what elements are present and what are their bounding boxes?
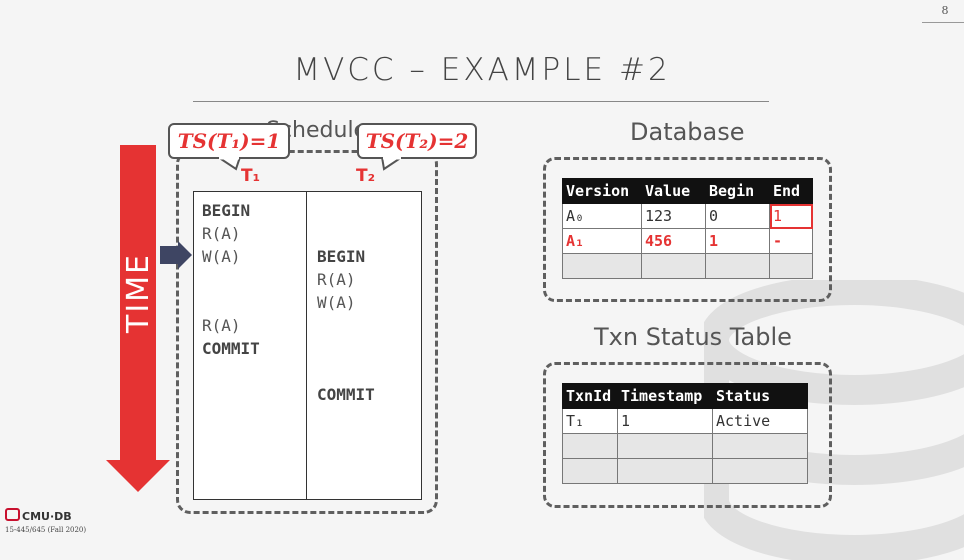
db-cell: A₀: [562, 203, 642, 229]
t1-op-read-2: R(A): [202, 316, 241, 335]
database-box: [543, 157, 832, 302]
txn-status-box: [543, 362, 832, 508]
db-cell: 456: [641, 228, 706, 254]
db-cell: 123: [641, 203, 706, 229]
txn-cell: [712, 433, 808, 459]
db-header-version: Version: [562, 178, 642, 204]
db-cell: [705, 253, 770, 279]
db-cell: 0: [705, 203, 770, 229]
txn-cell: [617, 433, 713, 459]
txn-header-timestamp: Timestamp: [617, 383, 713, 409]
db-row-new-version: A₁ 456 1 -: [562, 228, 813, 254]
db-header-begin: Begin: [705, 178, 770, 204]
t1-op-commit: COMMIT: [202, 339, 260, 358]
db-cell: A₁: [562, 228, 642, 254]
t2-op-begin: BEGIN: [317, 247, 366, 266]
t1-op-begin: BEGIN: [202, 201, 251, 220]
cmu-db-logo-icon: [5, 508, 20, 521]
slide-title: MVCC – EXAMPLE #2: [293, 52, 671, 88]
time-arrow-head: [106, 460, 170, 492]
schedule-table: [193, 191, 422, 500]
time-arrow-shaft: [120, 145, 156, 461]
schedule-box: [176, 150, 438, 514]
course-label: 15-445/645 (Fall 2020): [5, 526, 87, 534]
t2-timestamp-bubble: TS(T₂)=2: [357, 123, 477, 159]
txn-status-title: Txn Status Table: [594, 323, 792, 351]
t2-label: T₂: [356, 166, 376, 186]
t2-op-write: W(A): [317, 293, 356, 312]
db-header-value: Value: [641, 178, 706, 204]
t1-op-write: W(A): [202, 247, 241, 266]
t1-timestamp-bubble: TS(T₁)=1: [168, 123, 290, 159]
txn-row: T₁ 1 Active: [562, 408, 808, 434]
txn-row-empty: [562, 433, 808, 459]
db-cell: -: [769, 228, 813, 254]
db-cell: 1: [705, 228, 770, 254]
db-header-end: End: [769, 178, 813, 204]
page-number: 8: [941, 4, 949, 17]
db-row-empty: [562, 253, 813, 279]
db-cell: [769, 253, 813, 279]
page-number-rule: [922, 22, 964, 23]
cmu-db-logo: CMU·DB: [5, 508, 72, 523]
txn-status-table: TxnId Timestamp Status T₁ 1 Active: [562, 383, 808, 484]
t1-label: T₁: [241, 166, 261, 186]
db-row: A₀ 123 0 1: [562, 203, 813, 229]
t2-bubble-tail: [380, 157, 404, 171]
t1-op-read: R(A): [202, 224, 241, 243]
db-cell: [641, 253, 706, 279]
cmu-db-logo-text: CMU·DB: [22, 510, 72, 523]
txn-cell: [562, 458, 618, 484]
txn-row-empty: [562, 458, 808, 484]
db-cell-end-highlight: 1: [769, 203, 813, 229]
txn-header-status: Status: [712, 383, 808, 409]
txn-cell: [712, 458, 808, 484]
current-step-pointer-head: [178, 241, 192, 269]
time-label: TIME: [121, 252, 156, 333]
txn-header-id: TxnId: [562, 383, 618, 409]
schedule-divider: [306, 191, 307, 500]
txn-cell: [562, 433, 618, 459]
current-step-pointer: [160, 246, 178, 264]
txn-cell: T₁: [562, 408, 618, 434]
database-title: Database: [630, 118, 745, 146]
t2-op-read: R(A): [317, 270, 356, 289]
database-table: Version Value Begin End A₀ 123 0 1 A₁ 45…: [562, 178, 813, 279]
txn-cell: Active: [712, 408, 808, 434]
t1-bubble-tail: [218, 157, 242, 171]
title-underline: [193, 101, 769, 102]
t2-op-commit: COMMIT: [317, 385, 375, 404]
txn-cell: 1: [617, 408, 713, 434]
db-cell: [562, 253, 642, 279]
txn-cell: [617, 458, 713, 484]
